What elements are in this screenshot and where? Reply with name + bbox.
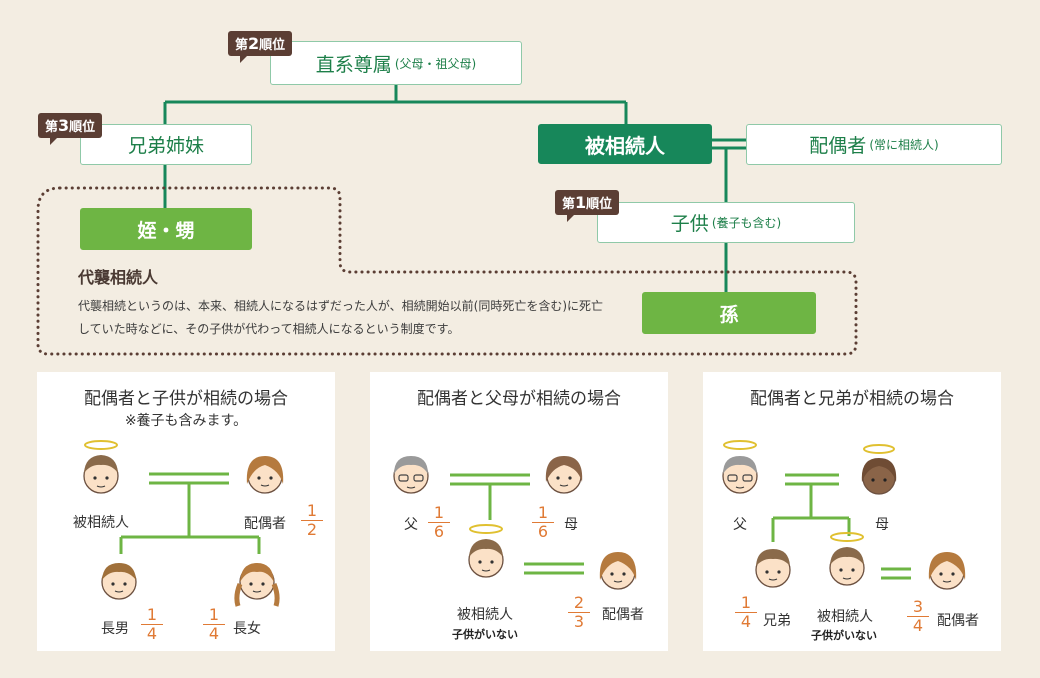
- mother-face-icon: [545, 456, 583, 494]
- daishu-dotted-boundary: [36, 186, 858, 356]
- decedent-face-icon: [829, 532, 865, 586]
- rank-badge-2: 第2順位: [228, 31, 293, 63]
- no-children-note: 子供がいない: [811, 629, 877, 642]
- person-label: 長女: [233, 621, 261, 637]
- person-label: 父: [404, 517, 418, 533]
- ascendants-sub: (父母・祖父母): [394, 56, 477, 71]
- children-label: 子供: [670, 213, 709, 235]
- grandchild-box: 孫: [642, 292, 816, 334]
- mother-face-icon: [861, 444, 897, 495]
- person-label: 被相続人: [457, 607, 513, 623]
- no-children-note: 子供がいない: [452, 628, 518, 641]
- panel-connectors: [119, 472, 261, 554]
- decedent-face-icon: [83, 440, 119, 494]
- children-box: 子供(養子も含む): [597, 202, 855, 243]
- spouse-face-icon: [246, 456, 284, 494]
- rank-badge-1: 第1順位: [555, 190, 620, 222]
- panel-title: 配偶者と子供が相続の場合: [84, 389, 288, 409]
- person-label: 被相続人: [817, 609, 873, 625]
- daishu-title: 代襲相続人: [78, 268, 159, 287]
- person-label: 長男: [101, 621, 129, 637]
- decedent-face-icon: [468, 524, 504, 578]
- panel-spouse-children: 配偶者と子供が相続の場合 ※養子も含みます。 被相続人: [37, 372, 335, 651]
- person-label: 配偶者: [602, 607, 644, 623]
- nephews-box: 姪・甥: [80, 208, 252, 250]
- spouse-box: 配偶者(常に相続人): [746, 124, 1002, 165]
- decedent-label: 被相続人: [585, 133, 665, 158]
- rank-badge-3: 第3順位: [38, 113, 103, 145]
- panel-connectors: [450, 473, 584, 575]
- nephews-label: 姪・甥: [137, 219, 195, 242]
- father-face-icon: [722, 440, 758, 494]
- person-label: 兄弟: [763, 613, 791, 629]
- decedent-box: 被相続人: [538, 124, 712, 164]
- panel-subtitle: ※養子も含みます。: [124, 413, 248, 429]
- siblings-label: 兄弟姉妹: [127, 135, 204, 157]
- son-face-icon: [101, 563, 137, 600]
- grandchild-label: 孫: [719, 303, 739, 326]
- spouse-face-icon: [928, 552, 966, 590]
- daughter-face-icon: [234, 563, 280, 607]
- children-sub: (養子も含む): [711, 216, 782, 230]
- panel-title: 配偶者と父母が相続の場合: [417, 389, 621, 409]
- person-label: 父: [733, 517, 747, 533]
- person-label: 配偶者: [244, 516, 286, 532]
- person-label: 母: [564, 517, 578, 533]
- brother-face-icon: [755, 549, 791, 588]
- siblings-box: 兄弟姉妹: [80, 124, 252, 165]
- father-face-icon: [393, 456, 429, 494]
- person-label: 被相続人: [73, 515, 129, 531]
- spouse-label: 配偶者: [809, 135, 867, 157]
- ascendants-box: 直系尊属(父母・祖父母): [270, 41, 522, 85]
- ascendants-label: 直系尊属: [315, 53, 392, 76]
- spouse-face-icon: [599, 552, 637, 590]
- person-label: 母: [875, 517, 889, 533]
- panel-title: 配偶者と兄弟が相続の場合: [750, 389, 954, 409]
- daishu-text: 代襲相続というのは、本来、相続人になるはずだった人が、相続開始以前(同時死亡を含…: [78, 299, 604, 336]
- spouse-sub: (常に相続人): [869, 138, 939, 152]
- person-label: 配偶者: [937, 613, 979, 629]
- panel-spouse-siblings: 配偶者と兄弟が相続の場合 父: [703, 372, 1001, 651]
